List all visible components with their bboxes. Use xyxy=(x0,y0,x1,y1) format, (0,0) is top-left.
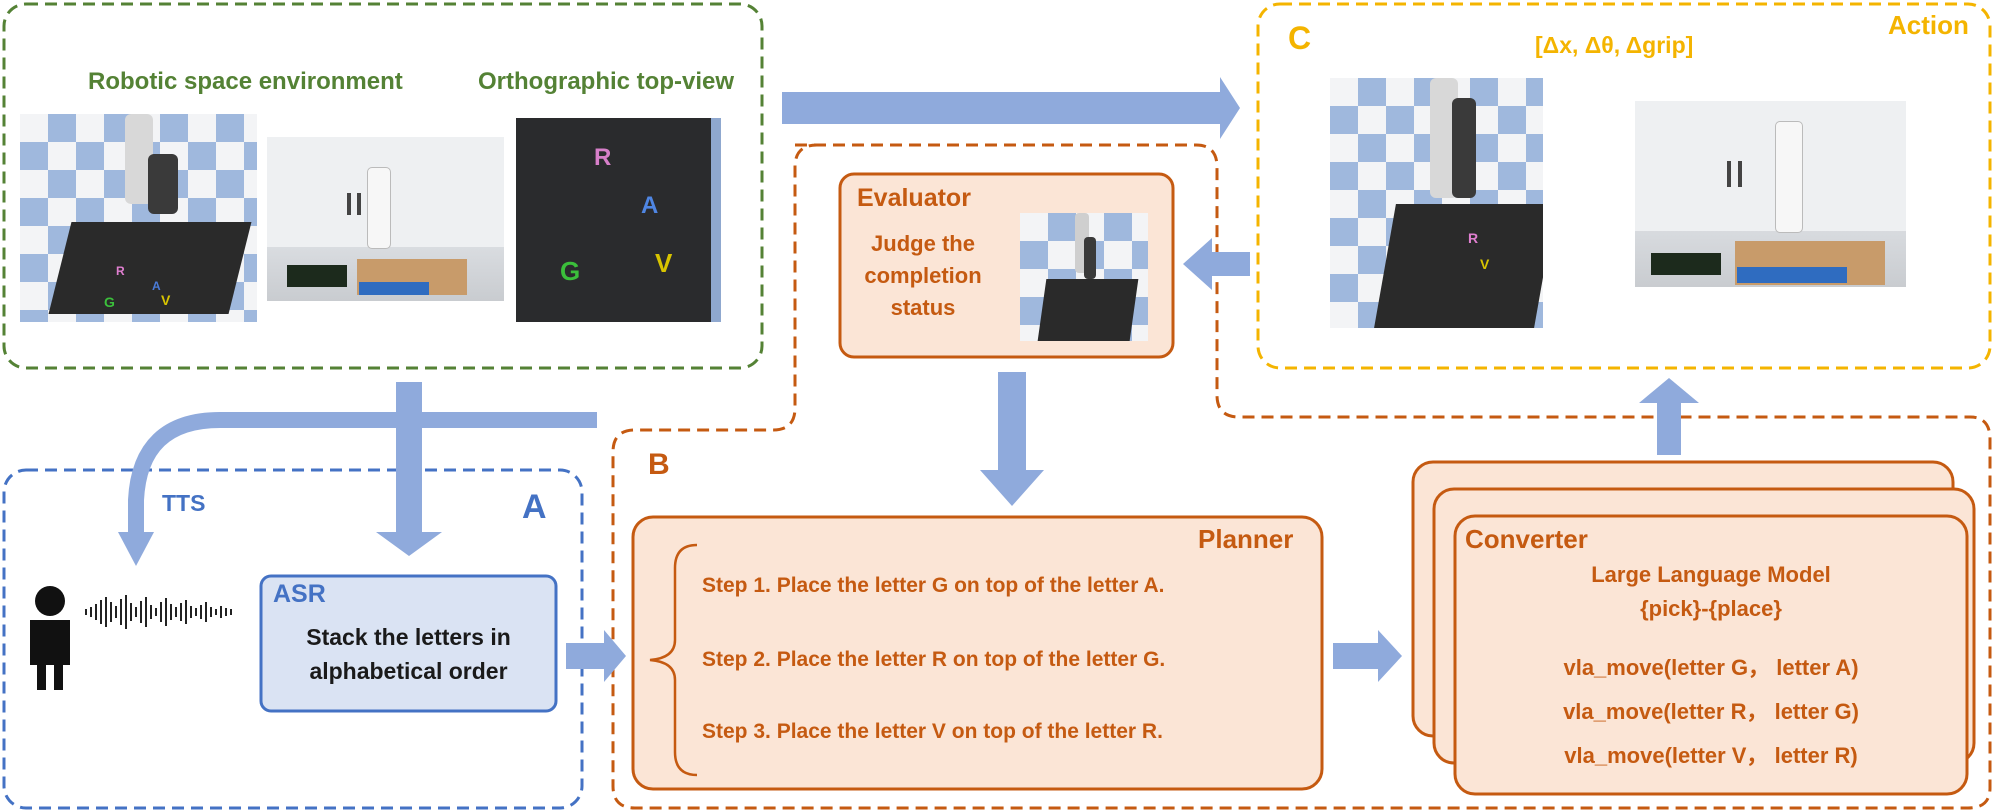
planner-step-2: Step 2. Place the letter R on top of the… xyxy=(702,648,1166,671)
top-letter-r: R xyxy=(594,144,612,171)
panel-b-tag: B xyxy=(648,448,670,481)
asr-line-2: alphabetical order xyxy=(309,658,508,684)
arrow-converter-to-action xyxy=(1639,378,1699,455)
converter-call-2: vla_move(letter R， letter G) xyxy=(1563,699,1859,724)
top-letter-a: A xyxy=(641,192,659,219)
arrow-asr-to-planner xyxy=(566,630,626,682)
real-environment-photo xyxy=(267,137,504,301)
planner-step-1: Step 1. Place the letter G on top of the… xyxy=(702,574,1165,597)
top-view-photo: R A G V xyxy=(516,118,721,322)
action-panel-border xyxy=(1256,2,1992,370)
env-title-left: Robotic space environment xyxy=(88,68,403,95)
evaluator-text: Judge the completion status xyxy=(843,228,1003,324)
panel-a-tag: A xyxy=(522,488,547,526)
action-title: Action xyxy=(1888,10,1969,40)
converter-call-1: vla_move(letter G， letter A) xyxy=(1563,655,1859,680)
arrow-env-to-asr xyxy=(376,382,442,556)
arrow-env-to-action xyxy=(782,77,1240,139)
env-title-right: Orthographic top-view xyxy=(478,68,735,95)
planner-box xyxy=(631,515,1324,791)
sim-letter-a: A xyxy=(152,279,161,293)
sim-mat xyxy=(48,222,252,314)
action-vector: [Δx, Δθ, Δgrip] xyxy=(1535,32,1694,58)
evaluator-line-1: Judge the xyxy=(871,231,975,256)
asr-line-1: Stack the letters in xyxy=(306,624,511,650)
tts-label: TTS xyxy=(162,490,206,516)
planner-step-3: Step 3. Place the letter V on top of the… xyxy=(702,720,1163,743)
top-letter-v: V xyxy=(655,248,673,278)
real-robot-arm xyxy=(367,167,391,249)
sound-wave-icon xyxy=(85,595,232,629)
evaluator-line-3: status xyxy=(890,295,956,320)
panel-b-border xyxy=(611,143,1992,810)
arrow-evaluator-to-planner xyxy=(980,372,1044,506)
action-sim-photo: R V xyxy=(1330,78,1543,328)
arrow-planner-to-converter xyxy=(1333,630,1402,682)
converter-model: Large Language Model xyxy=(1591,562,1831,587)
evaluator-sim-photo xyxy=(1020,213,1148,341)
sim-environment-photo: R A G V xyxy=(20,114,257,322)
sim-letter-v: V xyxy=(161,292,171,308)
action-real-photo xyxy=(1635,101,1906,287)
action-tag: C xyxy=(1288,20,1312,56)
planner-brace xyxy=(649,543,698,777)
converter-call-3: vla_move(letter V， letter R) xyxy=(1564,743,1858,768)
converter-box xyxy=(1453,514,1969,796)
panel-a-border xyxy=(2,468,584,810)
top-letter-g: G xyxy=(560,256,581,286)
sim-letter-g: G xyxy=(104,294,115,310)
arrow-action-to-evaluator xyxy=(1183,238,1250,290)
asr-box xyxy=(259,574,558,713)
arrow-tts-head xyxy=(118,532,154,566)
robot-gripper xyxy=(148,154,178,214)
arrows xyxy=(376,77,1699,682)
arrow-tts xyxy=(128,412,597,540)
planner-title: Planner xyxy=(1198,524,1294,554)
asr-text: Stack the letters in alphabetical order xyxy=(261,620,556,688)
converter-title: Converter xyxy=(1465,524,1588,554)
evaluator-title: Evaluator xyxy=(857,184,971,212)
converter-template: {pick}-{place} xyxy=(1640,596,1782,621)
sim-letter-r: R xyxy=(116,264,125,278)
person-icon xyxy=(30,586,70,690)
evaluator-line-2: completion xyxy=(864,263,982,288)
asr-title: ASR xyxy=(273,580,326,608)
